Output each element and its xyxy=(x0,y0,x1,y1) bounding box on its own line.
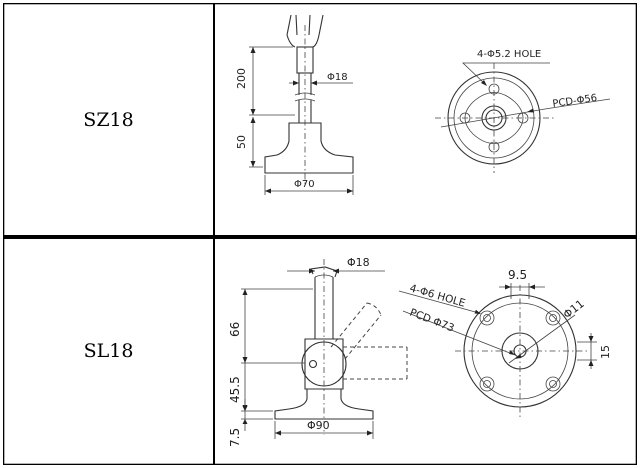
sz18-drawing: 200 50 Φ18 Φ70 4-Φ5.2 HOLE PCD-Φ56 xyxy=(235,14,611,195)
dim-label: 9.5 xyxy=(508,268,527,282)
dim-label: 4-Φ6 HOLE xyxy=(408,282,466,309)
sl18-drawing: Φ18 66 45.5 7.5 Φ90 9.5 15 xyxy=(228,256,612,447)
dim-label: 15 xyxy=(599,345,612,359)
dim-label: 45.5 xyxy=(228,376,242,403)
dim-label: 66 xyxy=(228,322,242,337)
dim-label: Φ18 xyxy=(327,72,348,83)
dim-label: Φ70 xyxy=(294,179,315,190)
model-cell-sl18: SL18 xyxy=(3,237,214,465)
dim-label: Φ18 xyxy=(347,256,370,269)
dim-label: PCD-Φ56 xyxy=(552,93,598,110)
dim-label: Φ90 xyxy=(307,419,330,432)
table-grid xyxy=(3,3,637,465)
dim-label: 50 xyxy=(235,135,248,149)
model-cell-sz18: SZ18 xyxy=(3,3,214,237)
dim-label: 7.5 xyxy=(228,428,242,447)
sz18-top-view: 4-Φ5.2 HOLE PCD-Φ56 xyxy=(435,49,611,173)
model-name: SZ18 xyxy=(83,109,134,131)
sz18-side-view: 200 50 Φ18 Φ70 xyxy=(235,14,354,195)
model-name: SL18 xyxy=(83,340,134,362)
sl18-side-view: Φ18 66 45.5 7.5 Φ90 xyxy=(228,256,408,447)
spec-table xyxy=(3,3,637,465)
dim-label: 4-Φ5.2 HOLE xyxy=(477,49,541,60)
dim-label: PCD Φ73 xyxy=(408,307,456,335)
dim-label: 200 xyxy=(235,68,248,89)
sl18-top-view: 9.5 15 Φ11 4-Φ6 HOLE PCD Φ73 xyxy=(398,268,612,419)
